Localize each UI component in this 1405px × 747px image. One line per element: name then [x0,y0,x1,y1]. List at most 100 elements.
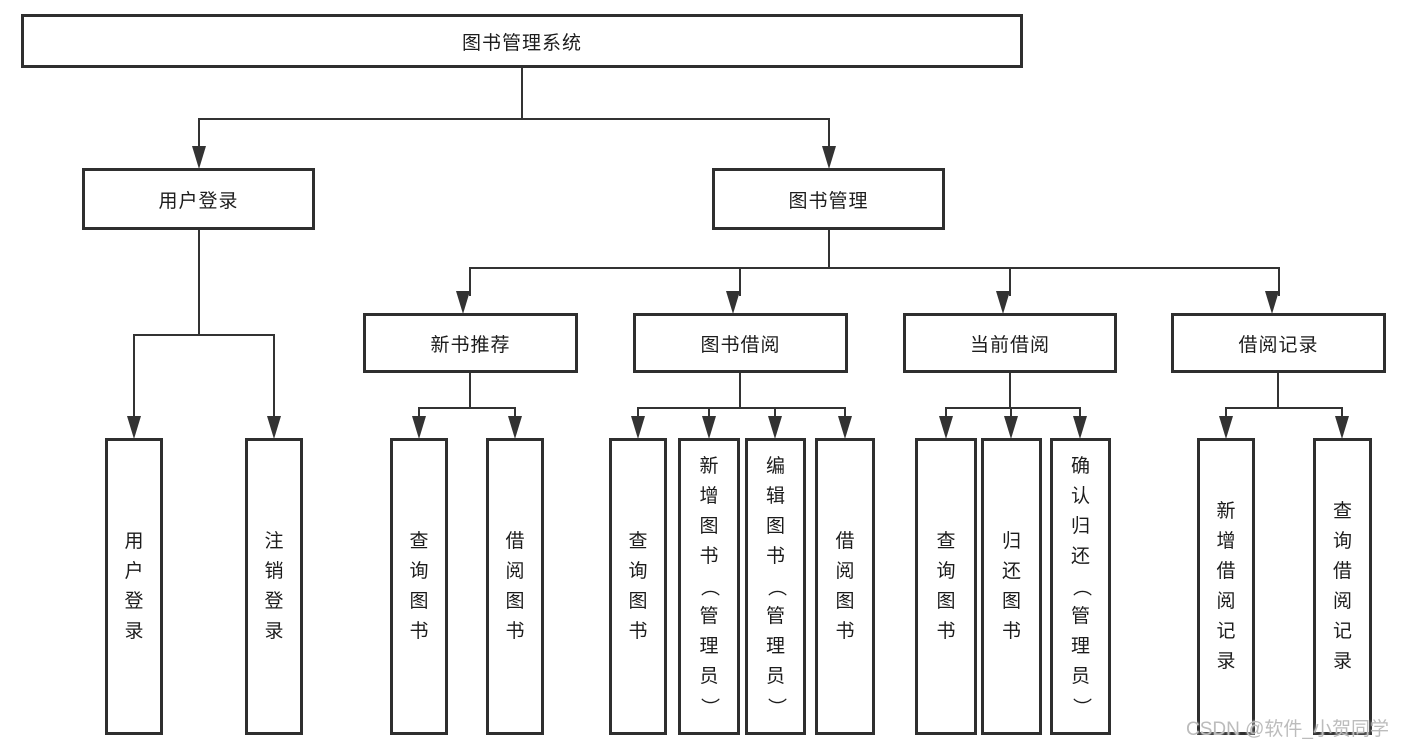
leaf-label-char: 录 [1332,650,1352,672]
arrowhead-down-icon [412,416,426,439]
connector-line [521,66,523,119]
leaf-label-char: （ [1070,576,1092,597]
node-new-book-recommend-label: 新书推荐 [430,334,511,356]
connector-line [1079,407,1081,422]
leaf-cb-return-books: 归还图书 [981,438,1042,735]
connector-line [739,267,741,296]
connector-line [1341,407,1343,422]
node-user-login: 用户登录 [82,168,315,230]
leaf-label-char: 确 [1070,455,1090,477]
leaf-label-char: 员 [765,665,785,687]
node-borrow-records: 借阅记录 [1171,313,1386,373]
connector-line [1225,407,1343,409]
arrowhead-down-icon [1335,416,1349,439]
leaf-label-char: 登 [264,590,284,612]
leaf-bb-query-books: 查询图书 [609,438,667,735]
leaf-label-char: 书 [505,620,525,642]
connector-line [708,407,710,422]
node-book-borrow: 图书借阅 [633,313,848,373]
leaf-label-char: 员 [699,665,719,687]
leaf-label-char: 销 [264,560,284,582]
connector-line [1277,373,1279,409]
leaf-label-char: 图 [505,590,525,612]
leaf-br-query-record: 查询借阅记录 [1313,438,1372,735]
connector-line [1009,267,1011,296]
arrowhead-down-icon [726,291,740,314]
leaf-nb-query-books: 查询图书 [390,438,448,735]
connector-line [133,334,275,336]
leaf-label-char: 询 [1332,530,1352,552]
leaf-label-char: 书 [835,620,855,642]
leaf-label-char: 记 [1216,620,1236,642]
leaf-label-char: 书 [409,620,429,642]
leaf-label-char: 图 [765,515,785,537]
connector-line [637,407,846,409]
leaf-label-char: ） [698,696,720,717]
node-root: 图书管理系统 [21,14,1023,68]
connector-line [739,373,741,409]
arrowhead-down-icon [267,416,281,439]
node-book-borrow-label: 图书借阅 [700,334,781,356]
leaf-label-char: ） [1070,696,1092,717]
connector-line [945,407,1081,409]
leaf-label-char: （ [698,576,720,597]
leaf-label-char: 录 [1216,650,1236,672]
leaf-label-char: 图 [936,590,956,612]
node-current-borrow: 当前借阅 [903,313,1117,373]
leaf-label-char: 注 [264,530,284,552]
connector-line [828,230,830,269]
leaf-label-char: 管 [1070,605,1090,627]
leaf-label-char: 图 [1001,590,1021,612]
leaf-label-char: 书 [936,620,956,642]
leaf-cb-query-books: 查询图书 [915,438,977,735]
leaf-label-char: 还 [1070,545,1090,567]
leaf-label-char: 认 [1070,485,1090,507]
leaf-label-char: 管 [765,605,785,627]
leaf-bb-edit-books-admin: 编辑图书（管理员） [745,438,806,735]
connector-line [418,407,420,422]
connector-line [637,407,639,422]
leaf-label-char: 录 [124,620,144,642]
arrowhead-down-icon [996,291,1010,314]
leaf-label-char: 阅 [1332,590,1352,612]
leaf-label-char: 图 [835,590,855,612]
leaf-label-char: 归 [1001,530,1021,552]
leaf-label-char: 查 [936,530,956,552]
leaf-label-char: 询 [409,560,429,582]
leaf-label-char: 增 [699,485,719,507]
connector-line [469,267,1280,269]
leaf-label-char: 书 [765,545,785,567]
node-book-management-label: 图书管理 [788,190,869,212]
leaf-label-char: 辑 [765,485,785,507]
leaf-label-char: 借 [1216,560,1236,582]
arrowhead-down-icon [838,416,852,439]
arrowhead-down-icon [1219,416,1233,439]
leaf-label-char: 询 [936,560,956,582]
leaf-label-char: 新 [699,455,719,477]
node-current-borrow-label: 当前借阅 [969,334,1050,356]
connector-line [1278,267,1280,296]
leaf-bb-add-books-admin: 新增图书（管理员） [678,438,740,735]
leaf-label-char: 管 [699,605,719,627]
connector-line [1225,407,1227,422]
leaf-user-login: 用户登录 [105,438,163,735]
arrowhead-down-icon [1265,291,1279,314]
leaf-label-char: 图 [409,590,429,612]
arrowhead-down-icon [939,416,953,439]
leaf-label-char: 查 [409,530,429,552]
connector-line [844,407,846,422]
node-borrow-records-label: 借阅记录 [1238,334,1319,356]
leaf-label-char: 登 [124,590,144,612]
leaf-label-char: 书 [628,620,648,642]
arrowhead-down-icon [1004,416,1018,439]
node-new-book-recommend: 新书推荐 [363,313,578,373]
connector-line [469,373,471,409]
arrowhead-down-icon [508,416,522,439]
leaf-label-char: 理 [765,635,785,657]
connector-line [774,407,776,422]
leaf-br-add-record: 新增借阅记录 [1197,438,1255,735]
node-book-management: 图书管理 [712,168,945,230]
leaf-label-char: ） [765,696,787,717]
leaf-label-char: 书 [1001,620,1021,642]
